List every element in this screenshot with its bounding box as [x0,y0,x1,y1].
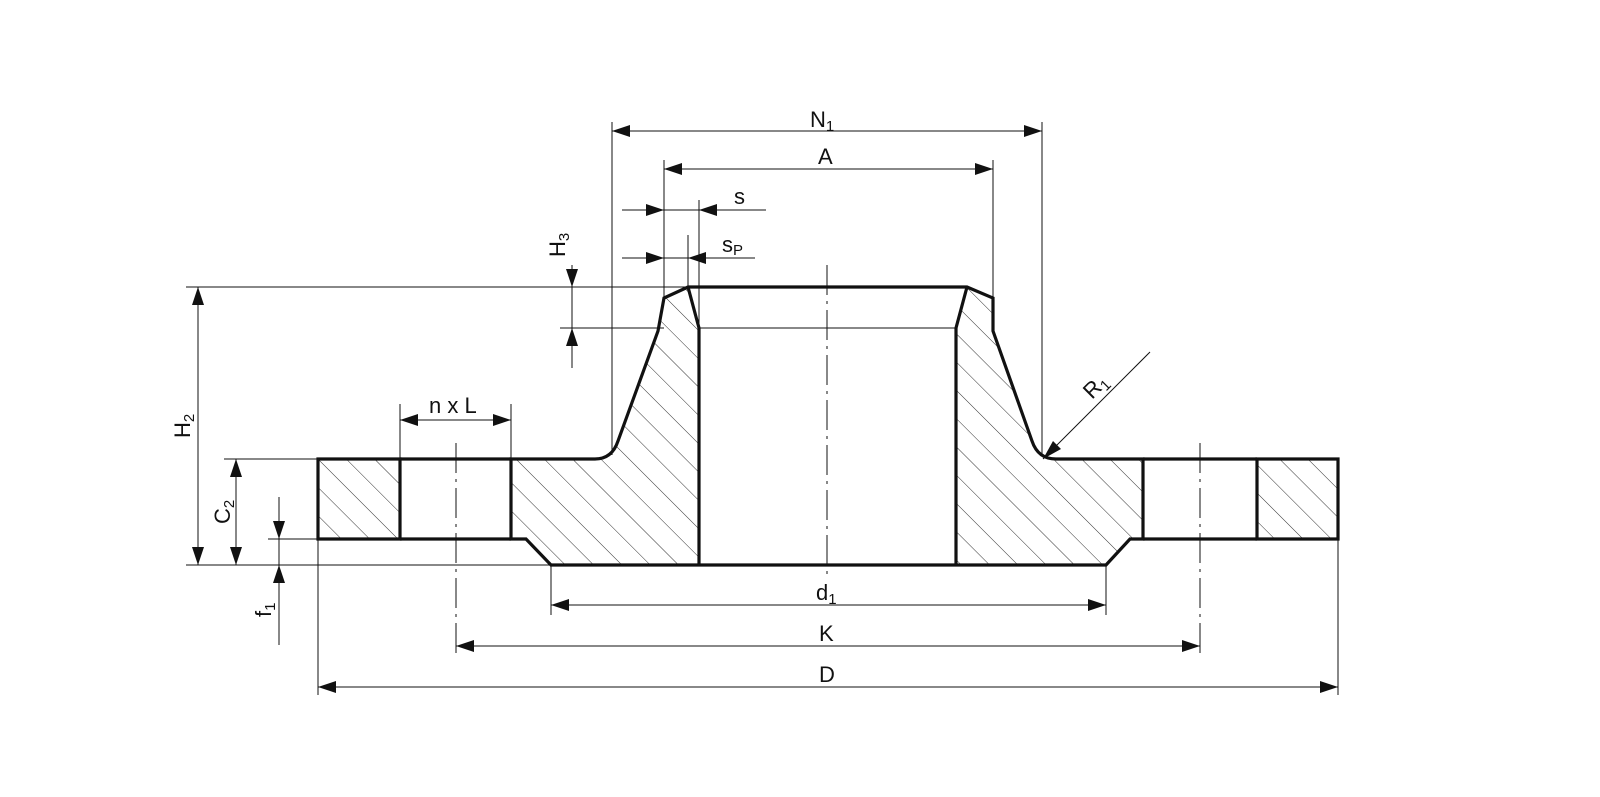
extension-lines [186,122,1339,695]
label-f1: f1 [251,603,279,617]
dim-r1-leader [1042,351,1151,460]
label-d: D [819,662,835,687]
right-flange-tip-section [1257,459,1338,539]
right-bevel-edge [954,286,969,329]
label-k: K [819,621,834,646]
left-flange-tip-section [318,459,400,539]
flange-outline [316,285,1340,567]
label-d1: d1 [816,580,837,608]
left-body-section [511,287,699,565]
label-s: s [734,184,745,209]
label-h3: H3 [545,233,573,257]
label-c2: C2 [210,500,238,524]
dimension-lines [192,125,1338,693]
center-lines [455,265,1201,655]
right-body-section [956,287,1143,565]
label-n1: N1 [810,107,834,135]
label-r1: R1 [1078,369,1115,406]
left-bevel-edge [686,286,701,329]
label-h2: H2 [170,414,198,438]
label-nxl: n x L [429,393,477,418]
section-hatching [318,287,1338,565]
label-sp: sP [722,232,743,259]
dimension-labels: N1 A s sP H3 H2 C2 f1 n x L R1 d1 K D [170,107,1115,687]
label-a: A [818,144,833,169]
